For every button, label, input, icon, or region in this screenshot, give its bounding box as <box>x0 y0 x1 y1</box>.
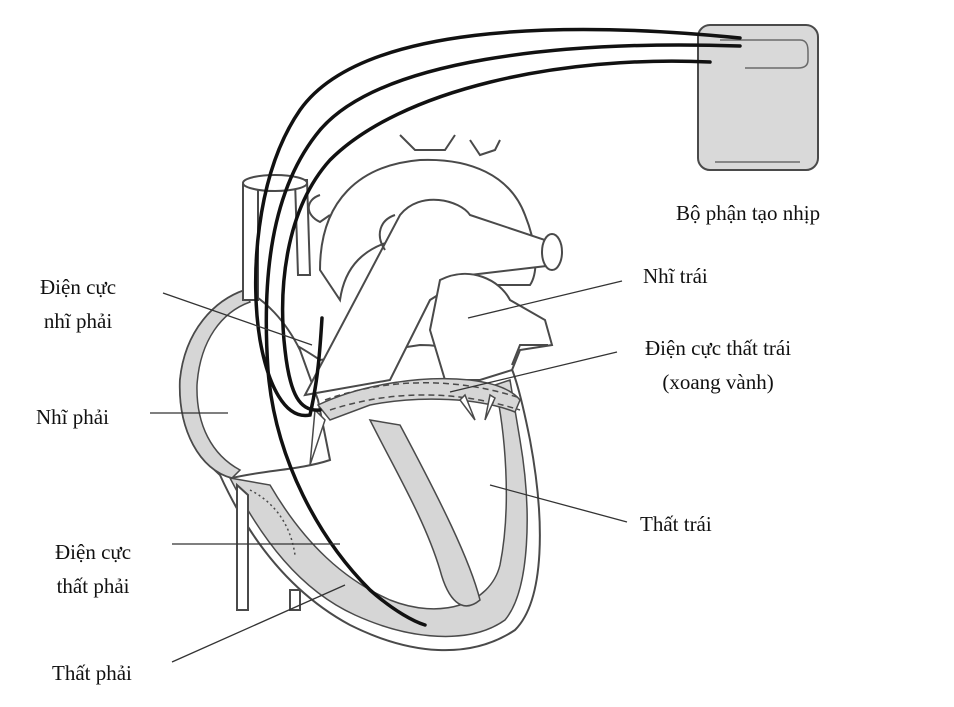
lead-right-atrium <box>253 27 742 418</box>
label-rv-electrode: Điện cực thất phải <box>55 535 131 603</box>
label-rv-electrode-line1: Điện cực <box>55 540 132 564</box>
label-pacemaker: Bộ phận tạo nhịp <box>676 201 821 225</box>
left-atrium <box>428 272 554 381</box>
label-left-atrium: Nhĩ trái <box>643 264 708 288</box>
leader-lines <box>150 280 628 663</box>
label-right-ventricle: Thất phải <box>52 661 132 685</box>
label-lv-electrode-line2: (xoang vành) <box>662 370 774 394</box>
pulmonary-artery <box>303 198 557 397</box>
label-ra-electrode-line1: Điện cực <box>40 275 117 299</box>
label-right-atrium: Nhĩ phải <box>36 405 109 429</box>
av-valve-band <box>316 377 521 421</box>
label-left-ventricle: Thất trái <box>640 512 712 536</box>
label-rv-electrode-line2: thất phải <box>56 574 130 598</box>
lead-left-ventricle <box>280 59 712 412</box>
label-ra-electrode: Điện cực nhĩ phải <box>40 270 116 338</box>
pacemaker-device-icon <box>697 24 819 171</box>
right-atrium-wall <box>179 289 251 479</box>
septum <box>368 419 481 607</box>
label-lv-electrode-line1: Điện cực thất trái <box>645 336 792 360</box>
label-lv-electrode: Điện cực thất trái (xoang vành) <box>645 331 791 399</box>
inferior-vena-cava <box>236 482 301 611</box>
lead-right-ventricle <box>264 43 742 627</box>
pacing-leads <box>253 27 742 627</box>
label-ra-electrode-line2: nhĩ phải <box>43 309 113 333</box>
ventricle-wall <box>228 379 528 638</box>
